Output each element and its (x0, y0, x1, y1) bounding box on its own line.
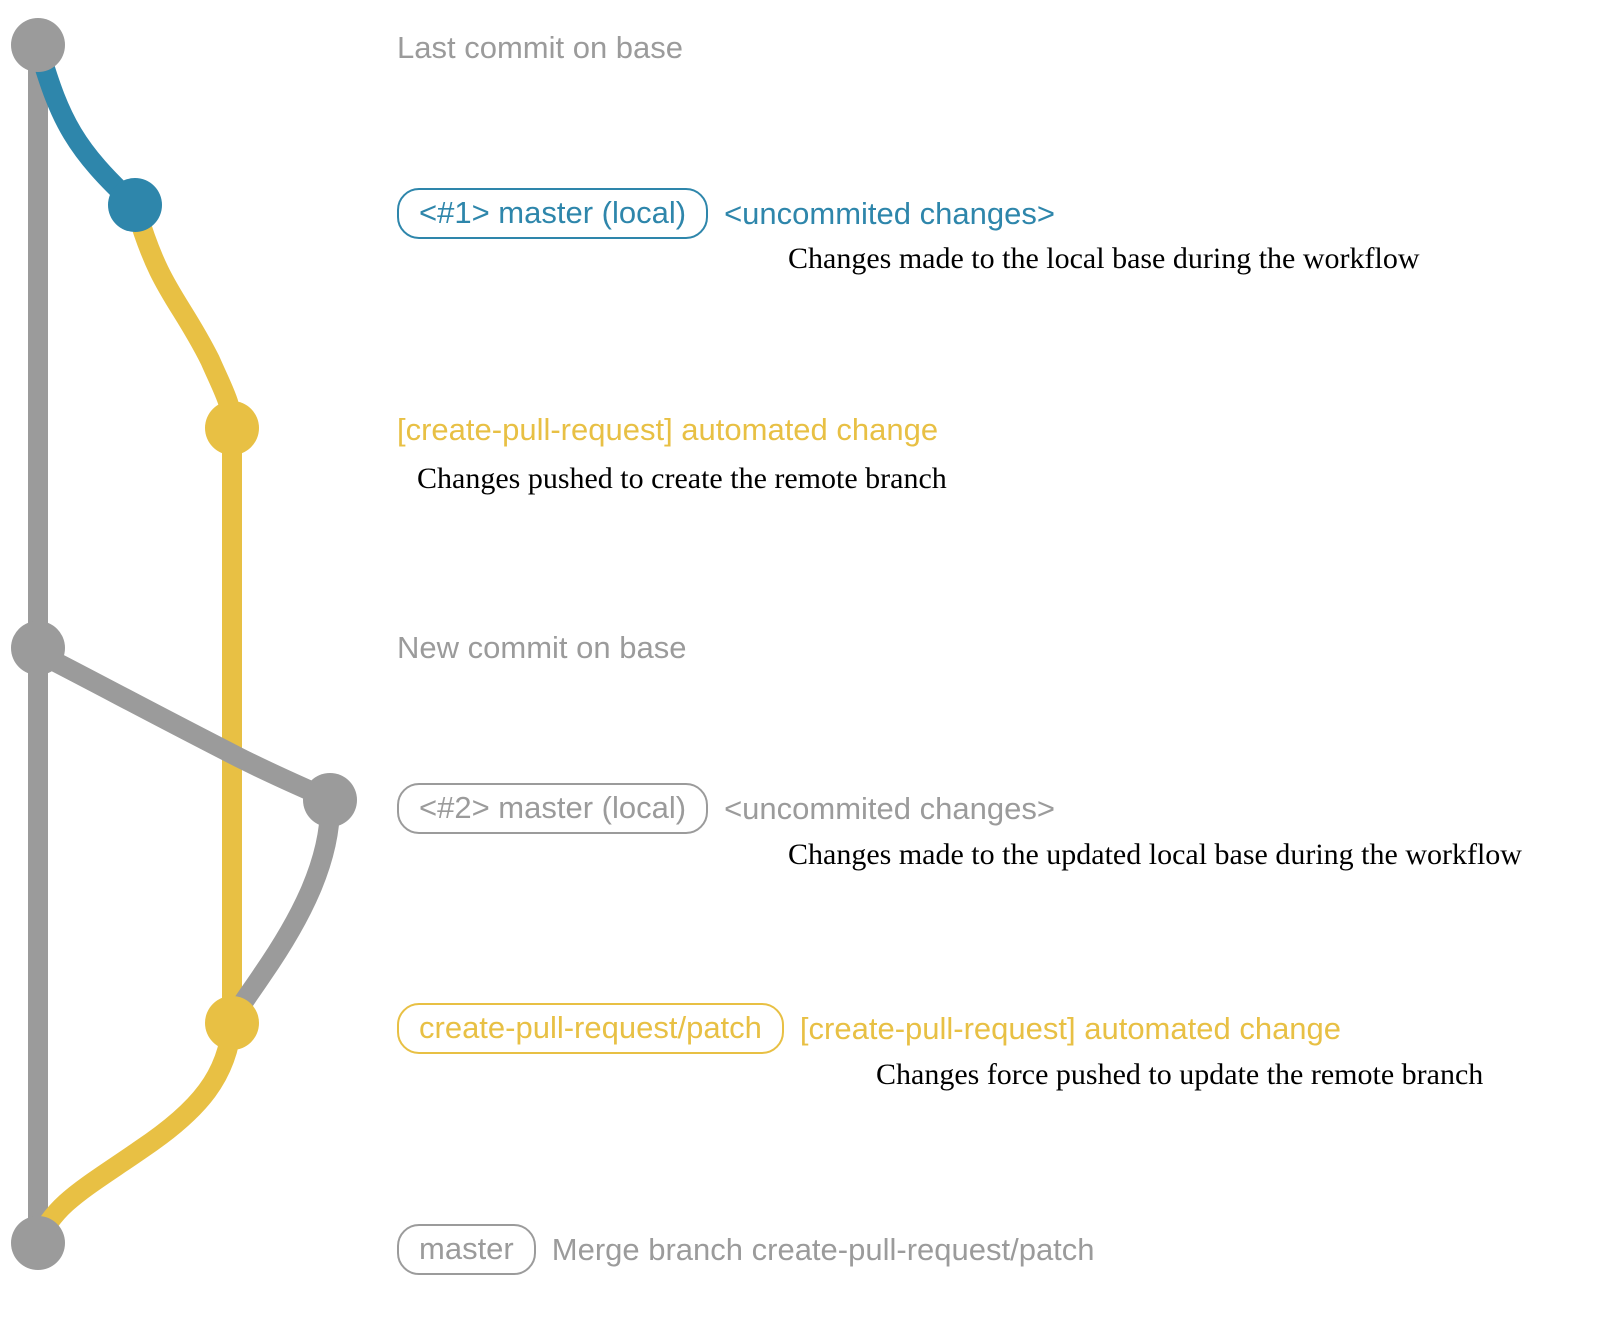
new-commit-on-base-label: New commit on base (397, 630, 687, 665)
badge-create-pull-request-patch[interactable]: create-pull-request/patch (397, 1003, 784, 1054)
row-last-commit-on-base: Last commit on base (397, 30, 683, 66)
last-commit-on-base-label: Last commit on base (397, 30, 684, 65)
row-master-local-1: <#1> master (local) <uncommited changes> (397, 188, 1055, 239)
desc-local-base-changes: Changes made to the local base during th… (788, 242, 1420, 275)
base-head-node (11, 18, 65, 72)
badge-master[interactable]: master (397, 1224, 536, 1275)
desc-updated-local-base-changes: Changes made to the updated local base d… (788, 838, 1522, 871)
caption-uncommited-changes-1: <uncommited changes> (724, 195, 1055, 231)
row-new-commit-on-base: New commit on base (397, 630, 686, 666)
base-new-commit-node (11, 621, 65, 675)
desc-changes-pushed: Changes pushed to create the remote bran… (417, 462, 947, 495)
badge-master-local-2[interactable]: <#2> master (local) (397, 783, 709, 834)
yellow-branch-line-2 (28, 1013, 242, 1253)
local-change-node-2 (303, 773, 357, 827)
desc-force-pushed: Changes force pushed to update the remot… (876, 1058, 1484, 1091)
caption-automated-change-2: [create-pull-request] automated change (799, 1010, 1342, 1046)
caption-automated-change-1: [create-pull-request] automated change (397, 412, 939, 447)
badge-master-local-1[interactable]: <#1> master (local) (397, 188, 709, 239)
remote-branch-node-1 (205, 401, 259, 455)
remote-branch-node-2 (205, 996, 259, 1050)
caption-uncommited-changes-2: <uncommited changes> (724, 790, 1055, 826)
caption-merge-branch: Merge branch create-pull-request/patch (551, 1231, 1095, 1267)
row-merge-commit: master Merge branch create-pull-request/… (397, 1224, 1095, 1275)
row-automated-change-2: create-pull-request/patch [create-pull-r… (397, 1003, 1341, 1054)
merge-node (11, 1216, 65, 1270)
row-automated-change-1: [create-pull-request] automated change (397, 412, 938, 448)
row-master-local-2: <#2> master (local) <uncommited changes> (397, 783, 1055, 834)
local-change-node-1 (108, 178, 162, 232)
gray-local-branch-line (32, 645, 340, 810)
